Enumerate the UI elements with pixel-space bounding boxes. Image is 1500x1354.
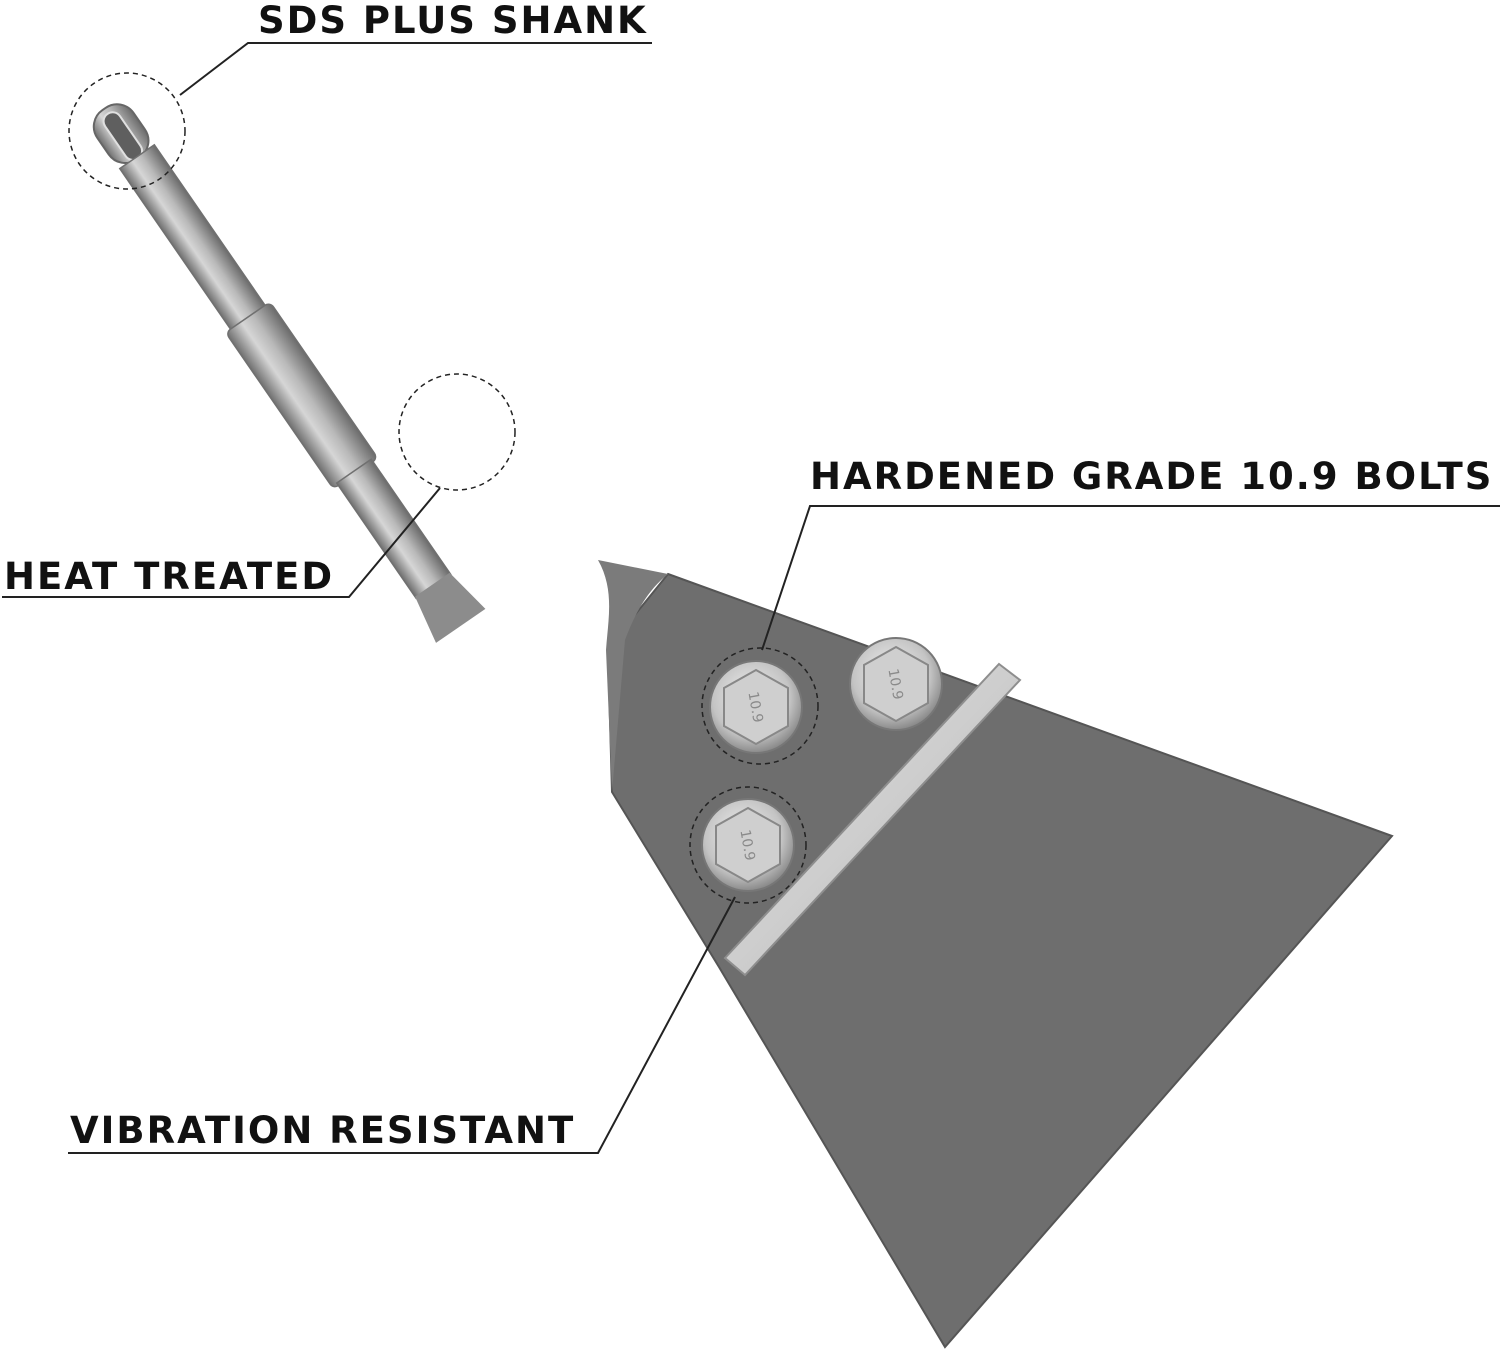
hardened-bolts-label: HARDENED GRADE 10.9 BOLTS bbox=[810, 455, 1494, 498]
vibration-highlight bbox=[689, 786, 807, 904]
svg-text:10.9: 10.9 bbox=[884, 667, 905, 700]
scraper-blade bbox=[598, 560, 1394, 1349]
sds-plus-shank bbox=[92, 103, 486, 643]
bolt-icon: 10.9 bbox=[849, 637, 943, 731]
bolt-icon: 10.9 bbox=[709, 660, 803, 754]
heat-treated-highlight bbox=[398, 373, 516, 491]
svg-text:10.9: 10.9 bbox=[736, 828, 757, 861]
leader-lines bbox=[2, 42, 1500, 1154]
vibration-resistant-label: VIBRATION RESISTANT bbox=[70, 1109, 576, 1152]
shank-tip-highlight bbox=[68, 72, 186, 190]
sds-plus-shank-label: SDS PLUS SHANK bbox=[258, 0, 648, 42]
bolt-highlight bbox=[701, 647, 819, 765]
heat-treated-label: HEAT TREATED bbox=[4, 555, 335, 598]
hardened-edge-strip bbox=[723, 662, 1022, 977]
bolt-icon: 10.9 bbox=[701, 798, 795, 892]
svg-text:10.9: 10.9 bbox=[744, 690, 765, 723]
